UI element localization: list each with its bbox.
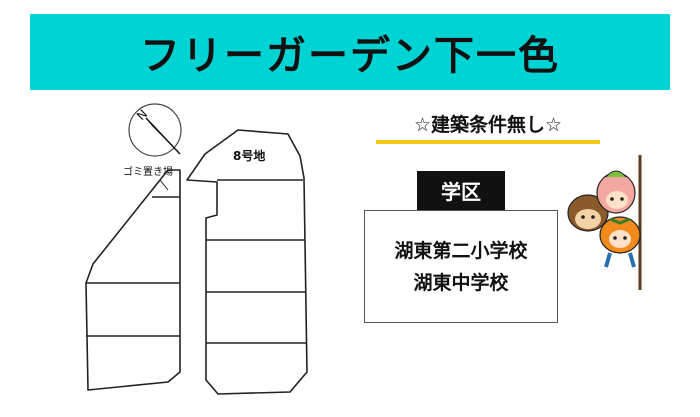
garbage-area-label: ゴミ置き場 bbox=[123, 165, 173, 178]
lot-8-label: 8号地 bbox=[233, 148, 265, 163]
building-condition-text: ☆建築条件無し☆ bbox=[413, 114, 563, 136]
title-banner: フリーガーデン下一色 bbox=[30, 14, 670, 90]
school-district-box: 湖東第二小学校 湖東中学校 bbox=[364, 210, 558, 323]
school-district-header: 学区 bbox=[417, 171, 505, 210]
mascot-characters-icon bbox=[567, 155, 642, 290]
page-title: フリーガーデン下一色 bbox=[140, 33, 560, 79]
left-plot-outline bbox=[85, 169, 181, 391]
school-junior-high: 湖東中学校 bbox=[413, 271, 509, 294]
school-elementary: 湖東第二小学校 bbox=[394, 239, 528, 262]
condition-underline bbox=[376, 140, 600, 144]
compass-icon: N bbox=[128, 103, 182, 157]
right-plot-outline bbox=[186, 129, 308, 395]
